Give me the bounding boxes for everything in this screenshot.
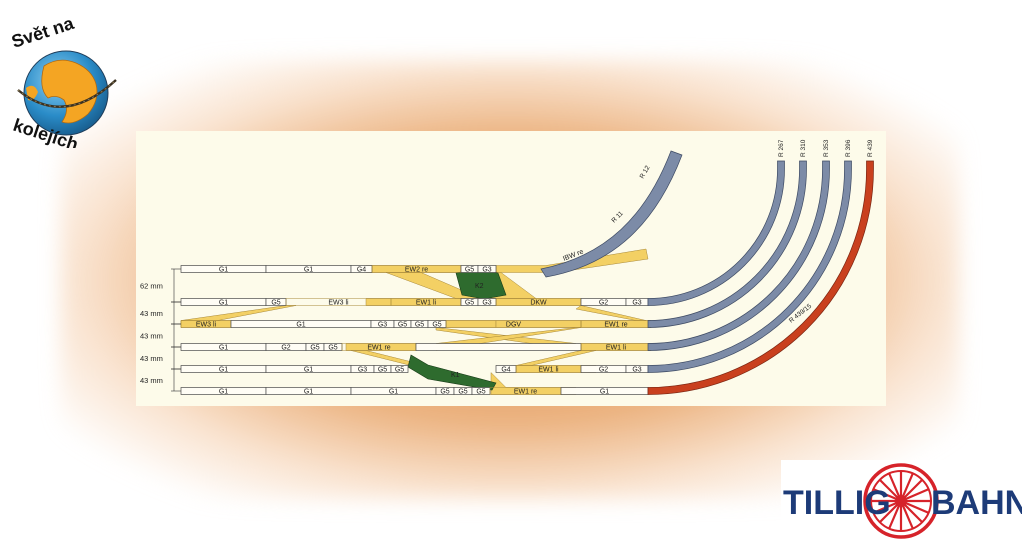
track-row-6: G1 G1 G1 G5 G5 G5 EW1 re G1 — [180, 387, 649, 395]
tillig-text: TILLIG — [783, 484, 891, 522]
dimension-label: 43 mm — [140, 354, 163, 363]
segment-label: G1 — [219, 344, 228, 351]
curve-3 — [647, 160, 830, 351]
segment-label: G5 — [440, 388, 449, 395]
segment-label: G1 — [389, 388, 398, 395]
radius-label-4: R 396 — [845, 139, 852, 157]
ew3-switch-top — [365, 298, 462, 306]
segment-label: G1 — [219, 388, 228, 395]
track-segment — [477, 265, 497, 273]
middle-curve-label: R 11 — [610, 210, 625, 225]
segment-label: G1 — [304, 366, 313, 373]
segment-label: G5 — [432, 321, 441, 328]
segment-label: EW2 re — [405, 266, 428, 273]
bahn-text: BAHN — [931, 484, 1022, 522]
track-segment — [390, 365, 409, 373]
track-row-3: EW3 li G1 G3 G5 G5 G5 DGV EW1 re — [180, 320, 652, 328]
track-row-1: G1 G1 G4 EW2 re G5 G3 — [180, 265, 497, 273]
radius-label-5: R 439 — [867, 139, 874, 157]
segment-label: G4 — [357, 266, 366, 273]
segment-label: G5 — [395, 366, 404, 373]
segment-label: EW1 re — [604, 321, 627, 328]
upper-curve-label: R 12 — [639, 164, 652, 180]
segment-label: G3 — [632, 366, 641, 373]
curve-4 — [647, 160, 852, 373]
segment-label: G3 — [378, 321, 387, 328]
segment-label: G1 — [600, 388, 609, 395]
segment-label: G3 — [358, 366, 367, 373]
segment-label: G5 — [271, 299, 280, 306]
radius-label-3: R 353 — [823, 139, 830, 157]
segment-label: G5 — [465, 299, 474, 306]
segment-label: EW1 li — [416, 299, 437, 306]
diag-low-right — [515, 350, 597, 366]
segment-label: G4 — [501, 366, 510, 373]
segment-label: G5 — [398, 321, 407, 328]
segment-label: G5 — [378, 366, 387, 373]
segment-label: DKW — [530, 299, 547, 306]
dimension-label: 43 mm — [140, 309, 163, 318]
curve-2 — [647, 160, 807, 328]
segment-label: G5 — [476, 388, 485, 395]
segment-label: G5 — [415, 321, 424, 328]
segment-label: EW3 li — [328, 299, 349, 306]
dkw-diag — [575, 305, 647, 321]
segment-label: G5 — [328, 344, 337, 351]
radius-label-2: R 310 — [800, 139, 807, 157]
track-segment — [415, 343, 582, 351]
segment-label: G5 — [465, 266, 474, 273]
track-row-4: G1 G2 G5 G5 EW1 re EW1 li — [180, 343, 652, 351]
segment-label: G2 — [281, 344, 290, 351]
curve-5 — [647, 160, 874, 395]
segment-label: EW1 re — [514, 388, 537, 395]
dimension-label: 43 mm — [140, 376, 163, 385]
segment-label: G3 — [482, 266, 491, 273]
segment-label: EW1 re — [367, 344, 390, 351]
dimension-annotations: 62 mm 43 mm 43 mm 43 mm 43 mm — [140, 268, 181, 392]
segment-label: EW1 li — [606, 344, 627, 351]
k2-label: K2 — [475, 283, 484, 290]
track-row-2: G1 G5 EW3 li EW1 li G5 G3 DKW G2 G3 — [180, 298, 649, 306]
segment-label: G1 — [304, 388, 313, 395]
segment-label: G2 — [599, 366, 608, 373]
upper-branch-curve — [540, 150, 683, 278]
curve-1 — [647, 160, 785, 306]
segment-label: G1 — [296, 321, 305, 328]
segment-label: G5 — [458, 388, 467, 395]
segment-label: EW3 li — [196, 321, 217, 328]
segment-label: DGV — [506, 321, 522, 328]
k1-label: K1 — [451, 372, 460, 379]
segment-label: G2 — [599, 299, 608, 306]
svet-na-kolejich-logo: Svět na kolejích — [4, 13, 124, 155]
segment-label: G1 — [304, 266, 313, 273]
segment-label: G5 — [310, 344, 319, 351]
segment-label: G1 — [219, 266, 228, 273]
wheel-icon — [863, 463, 939, 539]
left-logo-line1: Svět na — [9, 18, 77, 52]
segment-label: G1 — [219, 299, 228, 306]
segment-label: G3 — [632, 299, 641, 306]
radius-label-1: R 267 — [778, 139, 785, 157]
segment-label: G1 — [219, 366, 228, 373]
segment-label: EW1 li — [538, 366, 559, 373]
segment-label: G3 — [482, 299, 491, 306]
dimension-label: 43 mm — [140, 332, 163, 341]
tillig-bahn-logo: TILLIG BAHN — [781, 460, 1022, 542]
track-row-5: G1 G1 G3 G5 G5 G4 EW1 li G2 G3 — [180, 365, 649, 373]
dimension-label: 62 mm — [140, 282, 163, 291]
